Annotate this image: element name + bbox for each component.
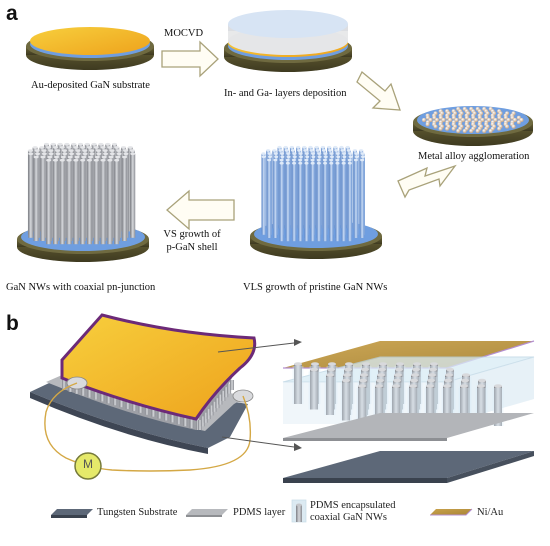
disc-agglomeration — [413, 106, 533, 146]
legend-label-niau: Ni/Au — [477, 507, 504, 518]
arrow-to-vls — [397, 164, 457, 199]
circuit-wire — [44, 382, 252, 472]
legend-label-tungsten: Tungsten Substrate — [97, 507, 178, 518]
panel-letter-b: b — [6, 312, 19, 335]
legend-swatch-niau — [430, 508, 473, 516]
exploded-view — [282, 340, 535, 483]
disc-au-substrate — [26, 27, 154, 70]
arrow-to-agglomeration — [356, 70, 401, 111]
meter-circle — [74, 452, 102, 480]
disc-layers — [224, 10, 352, 72]
arrow-label-vs-line1: VS growth of — [163, 229, 221, 240]
panel-letter-a: a — [6, 2, 18, 25]
legend-label-pdms: PDMS layer — [233, 507, 286, 518]
arrow-label-vs-line2: p-GaN shell — [166, 242, 218, 253]
flexible-device — [30, 313, 257, 454]
legend-label-nanowire-line2: coaxial GaN NWs — [310, 512, 387, 523]
disc-vls — [250, 145, 382, 259]
caption-vls: VLS growth of pristine GaN NWs — [243, 282, 388, 293]
caption-deposition: In- and Ga- layers deposition — [224, 88, 347, 99]
meter-label: M — [83, 457, 93, 471]
caption-agglomeration: Metal alloy agglomeration — [418, 151, 530, 162]
arrow-vs-growth — [166, 189, 235, 231]
legend-label-nanowire-line1: PDMS encapsulated — [310, 500, 396, 511]
legend-swatch-tungsten — [51, 509, 93, 518]
arrow-mocvd — [161, 40, 219, 78]
disc-coaxial — [17, 142, 149, 262]
legend-swatch-nanowire — [291, 499, 307, 523]
arrow-label-mocvd: MOCVD — [164, 28, 204, 39]
legend-swatch-pdms — [186, 509, 228, 517]
caption-coaxial: GaN NWs with coaxial pn-junction — [6, 282, 156, 293]
caption-substrate: Au-deposited GaN substrate — [31, 80, 150, 91]
pointer-arrows — [217, 339, 302, 451]
